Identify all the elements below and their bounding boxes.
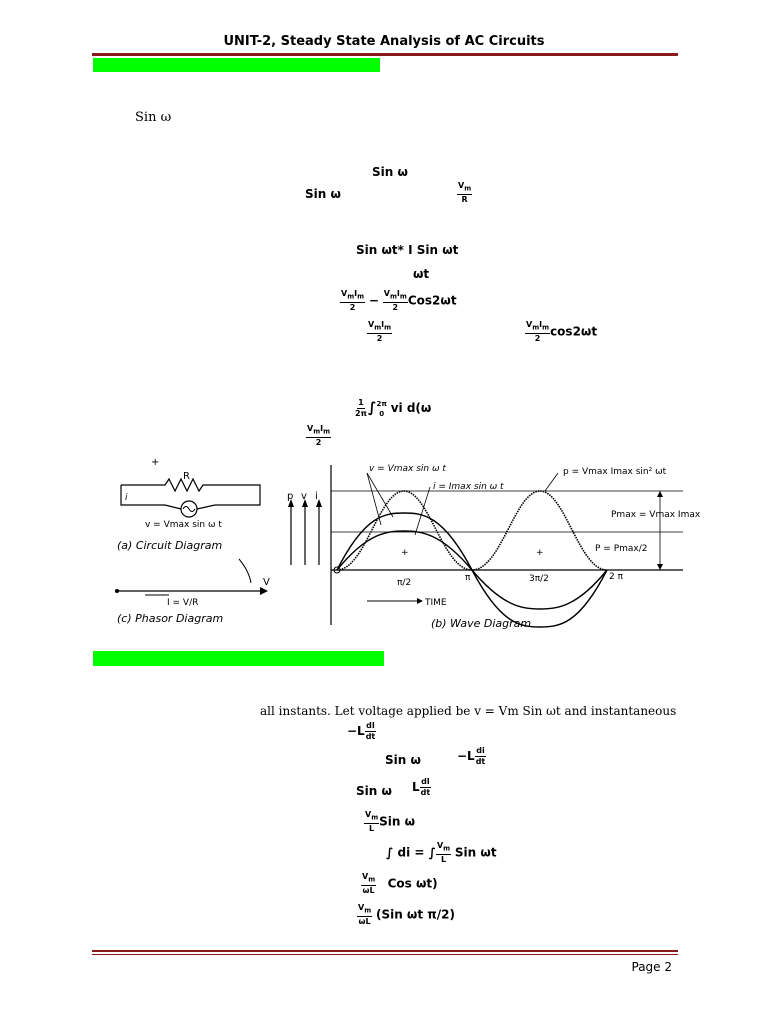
axis-arrows: p v i (287, 491, 322, 565)
tick-2pi: 2 π (609, 572, 624, 582)
pmax-label: Pmax = Vmax Imax (611, 510, 701, 520)
phasor-equation: I = V/R (167, 598, 198, 608)
highlight-bar-1 (93, 58, 380, 72)
resistive-circuit-figure: + R i v = Vmax sin ω t (a) Circuit Diagr… (115, 457, 701, 630)
inductor-paragraph: all instants. Let voltage applied be v =… (260, 704, 677, 718)
wave-caption: (b) Wave Diagram (431, 617, 531, 630)
voltage-curve-label: v = Vmax sin ω t (369, 464, 446, 474)
tick-pi-over-2: π/2 (397, 578, 411, 588)
eq-sin-1: Sin ω (372, 165, 408, 179)
intro-text: Sin ω (135, 110, 172, 125)
eq-sin-l2: Sin ω (356, 784, 392, 798)
resistor-label: R (183, 471, 190, 482)
eq-power-1: Sin ωt* I Sin ωt (356, 243, 459, 257)
plus-sign-2: + (536, 548, 544, 558)
wave-diagram: + + v = Vmax sin ω t i = Imax sin ω t p … (330, 464, 701, 630)
source-equation: v = Vmax sin ω t (145, 520, 222, 530)
axis-p-label: p (287, 491, 293, 502)
highlight-bar-2 (93, 651, 384, 666)
footer-rule-1 (92, 950, 678, 952)
eq-omega-t: ωt (413, 267, 430, 281)
time-axis-label: TIME (424, 598, 447, 608)
tick-pi: π (465, 573, 471, 583)
circuit-caption: (a) Circuit Diagram (117, 539, 222, 552)
axis-v-label: v (301, 491, 307, 502)
tick-3pi-over-2: 3π/2 (529, 574, 549, 584)
axis-i-label: i (315, 491, 318, 502)
eq-sin-2: Sin ω (305, 187, 341, 201)
current-curve-label: i = Imax sin ω t (433, 482, 504, 492)
page-header-title: UNIT-2, Steady State Analysis of AC Circ… (223, 34, 545, 49)
pavg-label: P = Pmax/2 (595, 544, 647, 554)
header-rule (92, 53, 678, 56)
phasor-v-label: V (263, 577, 270, 588)
page-number: Page 2 (631, 960, 673, 974)
current-label: i (125, 493, 128, 503)
phasor-caption: (c) Phasor Diagram (117, 612, 223, 625)
eq-sin-l1: Sin ω (385, 753, 421, 767)
phasor-diagram: V I = V/R (c) Phasor Diagram (115, 558, 270, 625)
svg-text:+: + (151, 457, 159, 468)
footer-rule-2 (92, 954, 678, 955)
power-curve-label: p = Vmax Imax sin² ωt (563, 467, 667, 477)
plus-sign-1: + (401, 548, 409, 558)
circuit-diagram: + R i v = Vmax sin ω t (a) Circuit Diagr… (117, 457, 261, 552)
